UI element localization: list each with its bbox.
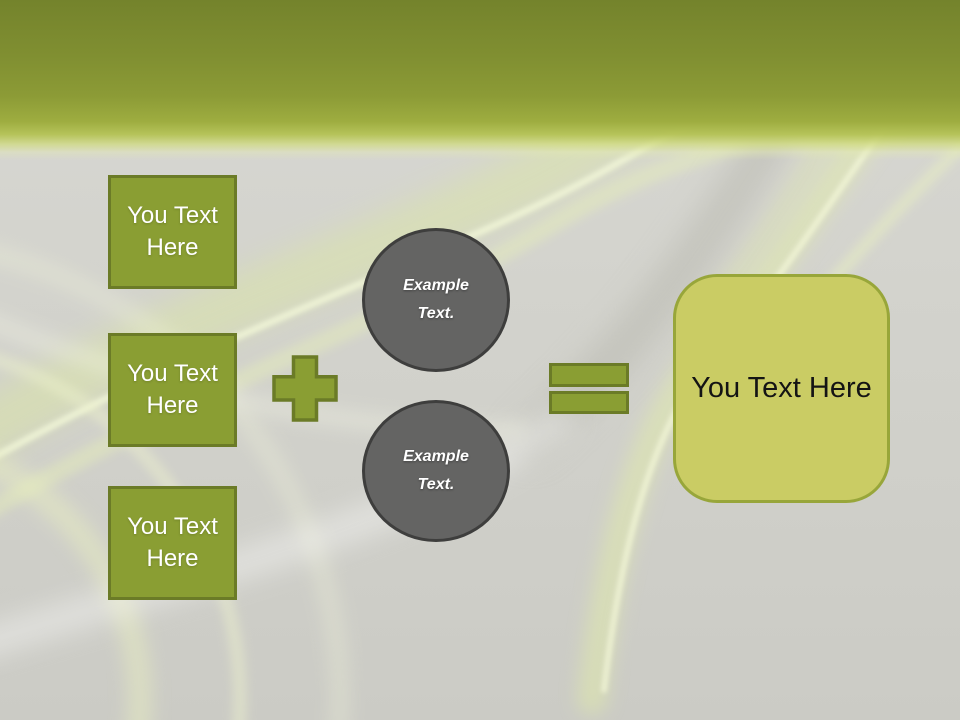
example-circle-1-label: Example Text. [403,277,469,322]
text-box-1[interactable]: You Text Here [108,175,237,289]
text-box-2[interactable]: You Text Here [108,333,237,447]
result-box[interactable]: You Text Here [673,274,890,503]
text-box-2-label: You Text Here [127,360,218,419]
plus-icon [272,355,338,427]
example-circle-2-label: Example Text. [403,448,469,493]
example-circle-2[interactable]: Example Text. [362,400,510,542]
title-band [0,0,960,160]
text-box-1-label: You Text Here [127,202,218,261]
example-circle-1[interactable]: Example Text. [362,228,510,372]
equals-icon [549,363,629,414]
result-box-label: You Text Here [691,372,872,404]
text-box-3[interactable]: You Text Here [108,486,237,600]
equals-top-bar [549,363,629,387]
equals-bottom-bar [549,391,629,414]
text-box-3-label: You Text Here [127,513,218,572]
